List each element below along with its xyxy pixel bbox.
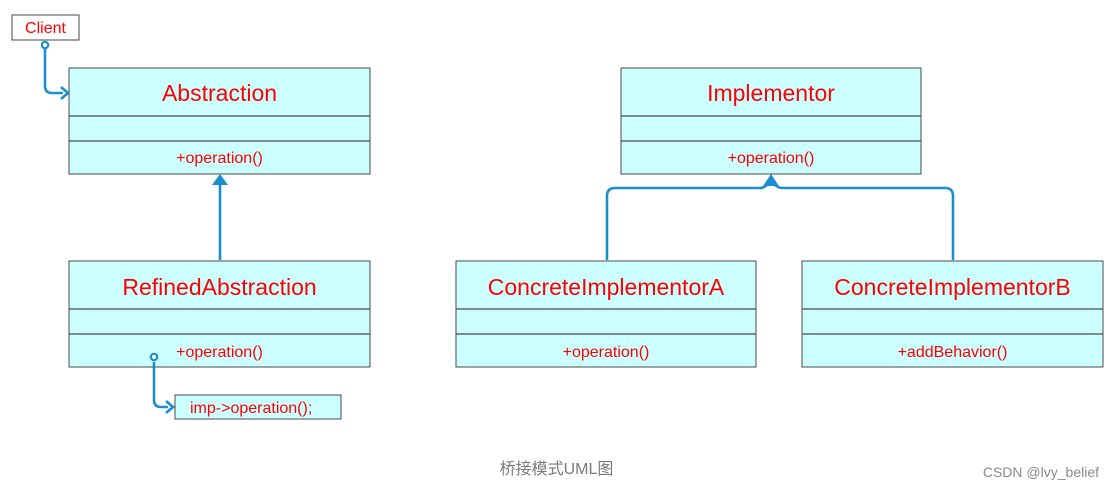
uml-diagram: Client Abstraction +operation() RefinedA… [11, 14, 1104, 420]
refined-abstraction-operation: +operation() [176, 344, 263, 361]
abstraction-box [68, 67, 371, 175]
refined-abstraction-box [68, 260, 371, 368]
refined-abstraction-name: RefinedAbstraction [122, 274, 316, 300]
concrete-a-link-line [605, 183, 769, 260]
class-refined-abstraction[interactable]: RefinedAbstraction +operation() [68, 260, 371, 368]
concrete-b-link-line [773, 183, 955, 260]
abstraction-operation: +operation() [176, 150, 263, 167]
client-label: Client [25, 20, 66, 37]
note-box [174, 394, 342, 420]
implementor-link-arrowhead [763, 174, 779, 186]
client-anchor-dot [40, 40, 50, 50]
note[interactable]: imp->operation(); [174, 394, 342, 420]
implementor-name: Implementor [707, 80, 835, 106]
client-box [11, 14, 80, 41]
refined-generalization-link [212, 174, 228, 260]
csdn-watermark: CSDN @lvy_belief [982, 464, 1099, 480]
note-link [149, 352, 175, 414]
client-abstraction-link [40, 40, 70, 100]
figure-caption: 桥接模式UML图 [499, 461, 614, 478]
note-link-line [152, 362, 168, 409]
implementor-operation: +operation() [728, 150, 815, 167]
concrete-implementor-b-name: ConcreteImplementorB [834, 274, 1071, 300]
concrete-implementor-a-name: ConcreteImplementorA [488, 274, 725, 300]
refined-link-arrowhead [212, 174, 228, 185]
client-link-line [43, 48, 63, 95]
abstraction-name: Abstraction [162, 80, 277, 106]
concrete-implementor-b-operation: +addBehavior() [898, 344, 1008, 361]
class-concrete-implementor-a[interactable]: ConcreteImplementorA +operation() [455, 260, 757, 368]
class-implementor[interactable]: Implementor +operation() [620, 67, 922, 175]
concrete-implementor-a-operation: +operation() [563, 344, 650, 361]
concrete-implementor-a-box [455, 260, 757, 368]
concrete-implementor-b-box [801, 260, 1104, 368]
implementor-box [620, 67, 922, 175]
note-text: imp->operation(); [190, 400, 312, 417]
client-node[interactable]: Client [11, 14, 80, 41]
implementor-generalization-link [605, 174, 955, 260]
note-anchor-dot [149, 352, 159, 362]
class-abstraction[interactable]: Abstraction +operation() [68, 67, 371, 175]
note-link-arrow [165, 400, 175, 414]
class-concrete-implementor-b[interactable]: ConcreteImplementorB +addBehavior() [801, 260, 1104, 368]
client-link-arrow [60, 86, 70, 100]
